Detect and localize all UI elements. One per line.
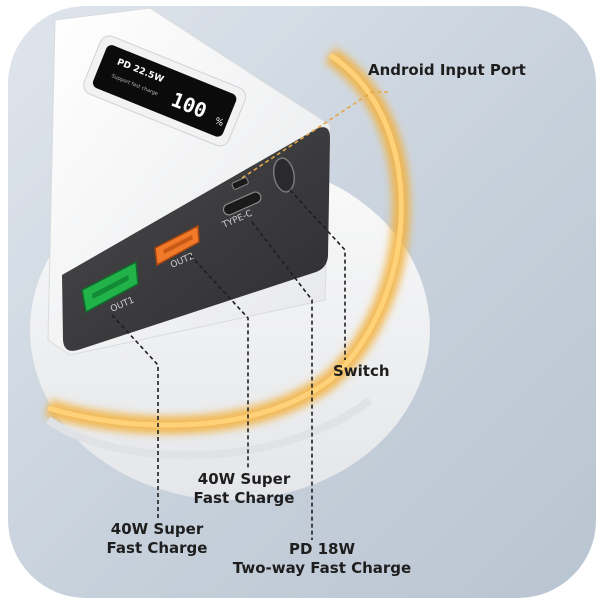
label-out1-line2: Fast Charge [106,539,208,557]
label-pd-two-way: PD 18W Two-way Fast Charge [222,540,422,578]
label-pd-line2: Two-way Fast Charge [232,559,412,577]
label-switch-text: Switch [333,362,390,380]
pd-leader [251,221,313,540]
digital-display: 100 % PD 22.5W Support fast charge [83,35,247,147]
label-out2-fast-charge: 40W Super Fast Charge [186,470,302,508]
label-out1-line1: 40W Super [110,520,204,538]
out1-leader [111,314,159,518]
out2-leader [189,254,249,468]
label-out1-fast-charge: 40W Super Fast Charge [97,520,217,558]
switch-button [272,157,296,193]
micro-usb-port [231,177,249,190]
switch-leader [289,189,346,360]
label-out2-line2: Fast Charge [193,489,295,507]
display-unit: % [213,116,225,129]
android-leader [241,91,388,179]
label-out2-line1: 40W Super [197,470,291,488]
label-android-text: Android Input Port [368,61,526,79]
callout-lines [111,91,388,540]
label-switch: Switch [333,362,390,381]
label-pd-line1: PD 18W [288,540,356,558]
power-bank: 100 % PD 22.5W Support fast charge OUT1 … [47,7,331,356]
label-android-input-port: Android Input Port [368,61,526,80]
